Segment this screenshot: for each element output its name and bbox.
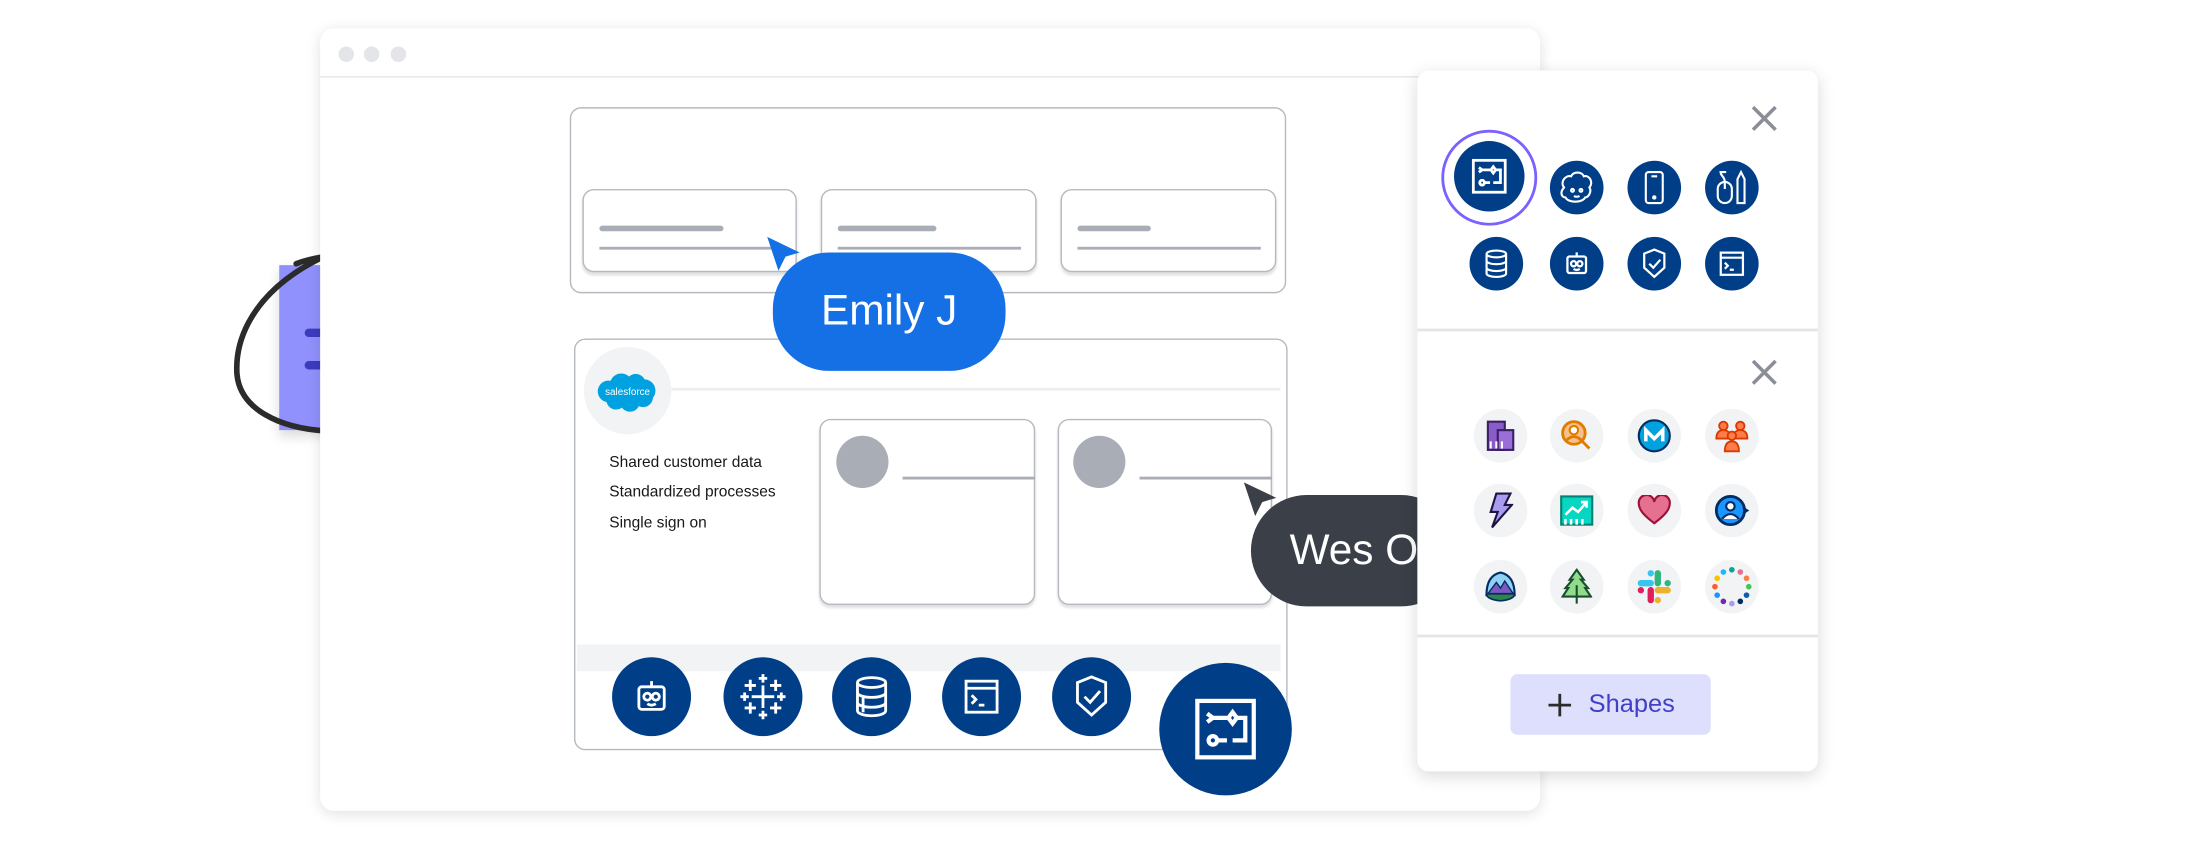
shapes-button-label: Shapes (1588, 689, 1675, 718)
profile-card[interactable] (1057, 418, 1273, 606)
people-group-icon[interactable] (1705, 408, 1759, 463)
mulesoft-icon[interactable] (1627, 408, 1682, 463)
window-dot (363, 46, 380, 63)
close-icon[interactable] (1749, 357, 1780, 388)
profile-card[interactable] (819, 418, 1036, 606)
mini-card[interactable] (1060, 188, 1277, 273)
shield-check-icon[interactable] (1627, 236, 1682, 291)
add-shapes-button[interactable]: Shapes (1510, 674, 1711, 735)
trailhead-mountain-icon[interactable] (1473, 559, 1528, 614)
lightning-icon[interactable] (1473, 483, 1528, 538)
close-icon[interactable] (1749, 103, 1780, 134)
window-dot (390, 46, 407, 63)
flow-diagram-icon[interactable] (1159, 662, 1292, 796)
robot-icon[interactable] (1549, 236, 1604, 291)
terminal-window-icon[interactable] (942, 657, 1022, 737)
section-divider (1417, 634, 1818, 638)
database-icon[interactable] (832, 657, 912, 737)
terminal-window-icon[interactable] (1705, 236, 1759, 291)
line-placeholder (837, 246, 1022, 249)
person-refresh-icon[interactable] (1705, 483, 1759, 538)
header-divider (671, 387, 1281, 390)
svg-text:salesforce: salesforce (605, 387, 650, 398)
feature-text: Standardized processes (609, 483, 776, 501)
icon-picker-panel: Shapes (1417, 70, 1818, 772)
line-placeholder (902, 476, 1036, 479)
search-person-icon[interactable] (1549, 408, 1604, 463)
heart-icon[interactable] (1627, 483, 1682, 538)
tableau-icon[interactable] (723, 657, 803, 737)
text-placeholder (599, 225, 724, 232)
line-placeholder (1077, 246, 1261, 249)
buildings-icon[interactable] (1473, 408, 1528, 463)
mini-card[interactable] (582, 188, 797, 273)
line-placeholder (1139, 476, 1273, 479)
slack-icon[interactable] (1627, 559, 1682, 614)
wes-cursor-arrow (1243, 482, 1277, 517)
selected-ring (1441, 129, 1538, 226)
salesforce-logo: salesforce (583, 346, 672, 435)
emily-cursor-arrow (767, 236, 800, 271)
text-placeholder (837, 225, 937, 232)
emily-cursor-label: Emily J (772, 252, 1006, 371)
mouse-pencil-icon[interactable] (1705, 160, 1759, 215)
window-dot (338, 46, 354, 63)
section-divider (1417, 328, 1818, 332)
chart-growth-icon[interactable] (1549, 483, 1604, 538)
robot-icon[interactable] (612, 657, 692, 737)
title-bar-divider (320, 76, 1541, 78)
plus-icon (1549, 693, 1572, 716)
avatar-placeholder (1073, 435, 1126, 488)
line-placeholder (599, 246, 783, 249)
einstein-icon[interactable] (1549, 160, 1604, 215)
feature-text: Single sign on (609, 514, 707, 532)
database-icon[interactable] (1469, 236, 1524, 291)
text-placeholder (1077, 225, 1151, 232)
feature-text: Shared customer data (609, 454, 762, 472)
icon-band (576, 644, 1281, 672)
tree-icon[interactable] (1549, 559, 1604, 614)
mobile-icon[interactable] (1627, 160, 1682, 215)
flow-diagram-icon[interactable] (1454, 141, 1525, 212)
shield-check-icon[interactable] (1052, 657, 1132, 737)
dots-ring-icon[interactable] (1705, 559, 1759, 614)
avatar-placeholder (836, 435, 889, 488)
